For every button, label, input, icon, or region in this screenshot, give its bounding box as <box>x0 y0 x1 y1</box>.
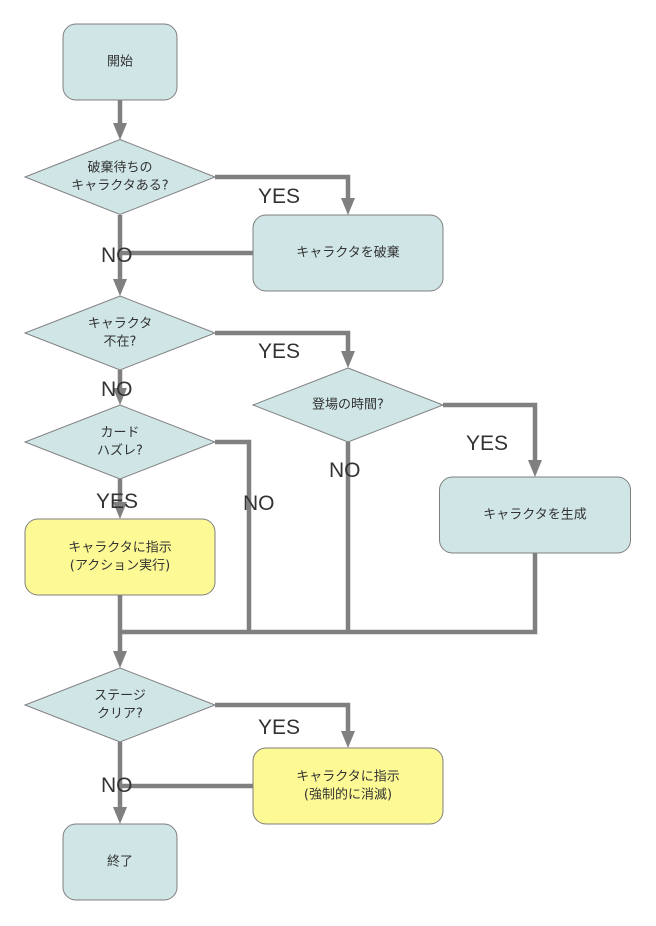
node-label: 登場の時間? <box>312 398 384 413</box>
node-label: 不在? <box>104 335 137 350</box>
process-box <box>252 747 444 825</box>
connector-start-to-q_discard <box>113 100 127 140</box>
node-end: 終了 <box>62 823 178 901</box>
node-label: 開始 <box>107 55 133 70</box>
node-label: キャラクタに指示 <box>296 770 399 785</box>
edge-label-no: NO <box>101 774 133 797</box>
node-label: ハズレ? <box>97 443 143 459</box>
node-label: 破棄待ちの <box>87 161 152 176</box>
process-box <box>252 214 444 292</box>
arrowhead-icon <box>113 388 127 405</box>
decision-diamond <box>23 667 217 743</box>
arrowhead-icon <box>113 502 127 519</box>
connector-q_absent-to-q_appear <box>215 330 355 368</box>
node-action: キャラクタに指示 (アクション実行) <box>24 518 216 596</box>
edge-label-yes: YES <box>258 716 300 739</box>
process-box <box>24 518 216 596</box>
node-label: キャラクタある? <box>71 179 168 194</box>
node-label: (強制的に消滅) <box>304 787 392 803</box>
node-label: キャラクタ <box>88 317 152 332</box>
node-label: カード <box>100 426 139 441</box>
arrowhead-icon <box>113 807 127 824</box>
connector-q_clear-to-end <box>113 742 127 824</box>
connector-q_card-to-action <box>113 479 127 519</box>
edge-label-no: NO <box>101 378 133 401</box>
connector-q_appear-to-create <box>443 402 542 477</box>
node-create: キャラクタを生成 <box>439 476 631 554</box>
connector-create-to-q_clear <box>120 553 538 635</box>
edge-label-yes: YES <box>258 185 300 208</box>
connector-q_discard-to-discard <box>215 174 355 215</box>
terminal-box <box>62 823 178 901</box>
connector-q_discard-to-q_absent <box>113 215 127 296</box>
node-label: キャラクタを破棄 <box>296 246 399 261</box>
edge-labels-layer: YES NO YES NO YES NO YES NO YES NO <box>96 185 508 797</box>
connector-q_clear-to-vanish <box>215 702 355 748</box>
node-label: クリア? <box>97 707 143 722</box>
connectors-layer <box>113 100 542 824</box>
arrowhead-icon <box>113 279 127 296</box>
node-start: 開始 <box>62 23 178 101</box>
edge-label-yes: YES <box>466 432 508 455</box>
connector-line <box>120 553 538 635</box>
arrowhead-icon <box>341 198 355 215</box>
node-label: (アクション実行) <box>70 558 171 574</box>
connector-action-to-q_clear <box>113 595 127 668</box>
decision-diamond <box>23 138 217 216</box>
node-label: キャラクタを生成 <box>483 508 586 523</box>
connector-line <box>215 174 351 203</box>
connector-line <box>443 402 538 465</box>
connector-line <box>215 702 351 736</box>
node-label: キャラクタに指示 <box>68 541 171 556</box>
node-q-appear: 登場の時間? <box>251 367 445 443</box>
node-discard: キャラクタを破棄 <box>252 214 444 292</box>
decision-diamond <box>23 404 217 480</box>
arrowhead-icon <box>341 351 355 368</box>
connector-q_card-to-q_clear <box>215 439 252 632</box>
decision-diamond <box>23 295 217 371</box>
edge-label-yes: YES <box>258 340 300 363</box>
process-box <box>439 476 631 554</box>
arrowhead-icon <box>113 651 127 668</box>
connector-line <box>215 330 351 356</box>
arrowhead-icon <box>528 460 542 477</box>
arrowhead-icon <box>341 731 355 748</box>
node-label: 終了 <box>107 854 133 870</box>
edge-label-no: NO <box>243 492 275 515</box>
edge-label-yes: YES <box>96 490 138 513</box>
connector-line <box>215 439 252 632</box>
edge-label-no: NO <box>329 459 361 482</box>
connector-q_absent-to-q_card <box>113 370 127 405</box>
node-vanish: キャラクタに指示 (強制的に消滅) <box>252 747 444 825</box>
terminal-box <box>62 23 178 101</box>
decision-diamond <box>251 367 445 443</box>
arrowhead-icon <box>113 123 127 140</box>
node-label: ステージ <box>94 689 146 704</box>
edge-label-no: NO <box>101 244 133 267</box>
